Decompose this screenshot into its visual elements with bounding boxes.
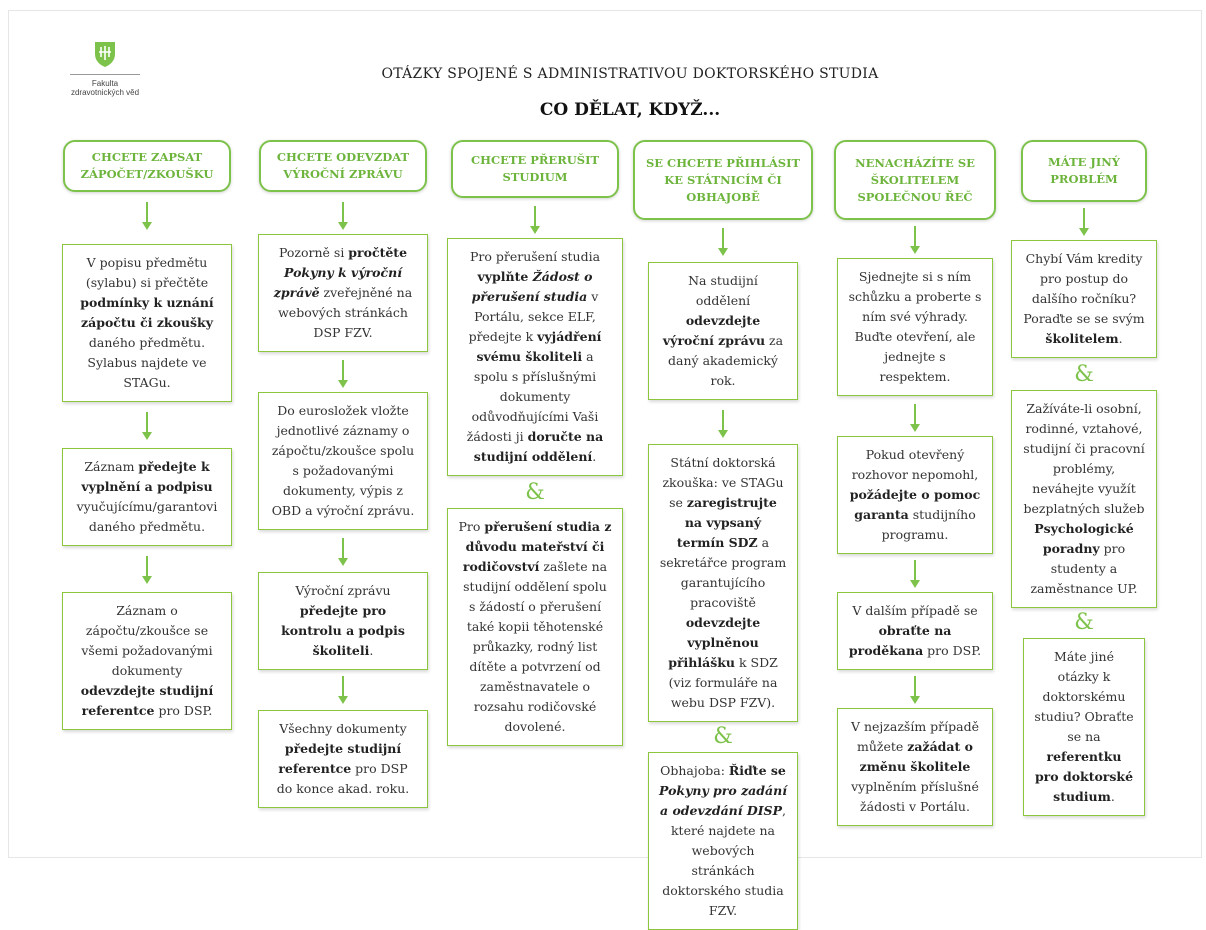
- step-box: Pro přerušení studia z důvodu mateřství …: [447, 508, 623, 746]
- down-arrow-icon: [908, 404, 922, 434]
- down-arrow-icon: [336, 538, 350, 568]
- down-arrow-icon: [1077, 208, 1091, 238]
- down-arrow-icon: [908, 226, 922, 256]
- down-arrow-icon: [140, 412, 154, 442]
- step-box: V popisu předmětu (sylabu) si přečtěte p…: [62, 244, 232, 402]
- faculty-emblem-icon: [95, 42, 115, 67]
- column-credit-exam: CHCETE ZAPSAT ZÁPOČET/ZKOUŠKU V popisu p…: [58, 140, 236, 730]
- step-box: Sjednejte si s ním schůzku a proberte s …: [837, 258, 993, 396]
- faculty-name-line2: zdravotnických věd: [70, 88, 140, 97]
- ampersand-connector: &: [525, 480, 545, 505]
- ampersand-connector: &: [713, 724, 733, 749]
- step-box: Výroční zprávu předejte pro kontrolu a p…: [258, 572, 428, 670]
- down-arrow-icon: [528, 206, 542, 236]
- step-box: Státní doktorská zkouška: ve STAGu se za…: [648, 444, 798, 722]
- down-arrow-icon: [336, 202, 350, 232]
- column-other-problem: MÁTE JINÝ PROBLÉM Chybí Vám kredity pro …: [1010, 140, 1158, 816]
- column-state-exam-defense: SE CHCETE PŘIHLÁSIT KE STÁTNICÍM ČI OBHA…: [630, 140, 816, 930]
- faculty-name-line1: Fakulta: [91, 79, 119, 88]
- down-arrow-icon: [908, 676, 922, 706]
- page-subtitle: OTÁZKY SPOJENÉ S ADMINISTRATIVOU DOKTORS…: [381, 66, 879, 82]
- step-box: Chybí Vám kredity pro postup do dalšího …: [1011, 240, 1157, 358]
- faculty-logo: Fakulta zdravotnických věd: [55, 40, 155, 97]
- step-box: Obhajoba: Řiďte se Pokyny pro zadání a o…: [648, 752, 798, 930]
- ampersand-connector: &: [1074, 610, 1094, 635]
- column-supervisor-issue: NENACHÁZÍTE SE ŠKOLITELEM SPOLEČNOU ŘEČ …: [826, 140, 1004, 826]
- down-arrow-icon: [140, 202, 154, 232]
- step-box: V nejzazším případě můžete zažádat o změ…: [837, 708, 993, 826]
- step-box: Všechny dokumenty předejte studijní refe…: [258, 710, 428, 808]
- step-box: Záznam předejte k vyplnění a podpisu vyu…: [62, 448, 232, 546]
- column-heading: SE CHCETE PŘIHLÁSIT KE STÁTNICÍM ČI OBHA…: [633, 140, 813, 220]
- down-arrow-icon: [140, 556, 154, 586]
- step-box: Záznam o zápočtu/zkoušce se všemi požado…: [62, 592, 232, 730]
- step-box: Do eurosložek vložte jednotlivé záznamy …: [258, 392, 428, 530]
- column-annual-report: CHCETE ODEVZDAT VÝROČNÍ ZPRÁVU Pozorně s…: [254, 140, 432, 808]
- step-box: Pro přerušení studia vyplňte Žádost o př…: [447, 238, 623, 476]
- column-interrupt-study: CHCETE PŘERUŠIT STUDIUM Pro přerušení st…: [446, 140, 624, 746]
- down-arrow-icon: [716, 410, 730, 440]
- column-heading: CHCETE ODEVZDAT VÝROČNÍ ZPRÁVU: [259, 140, 427, 192]
- down-arrow-icon: [336, 676, 350, 706]
- step-box: Máte jiné otázky k doktorskému studiu? O…: [1023, 638, 1145, 816]
- down-arrow-icon: [908, 560, 922, 590]
- column-heading: CHCETE ZAPSAT ZÁPOČET/ZKOUŠKU: [63, 140, 231, 192]
- down-arrow-icon: [336, 360, 350, 390]
- step-box: Pokud otevřený rozhovor nepomohl, požáde…: [837, 436, 993, 554]
- page-title: CO DĚLAT, KDYŽ...: [539, 100, 721, 120]
- column-heading: NENACHÁZÍTE SE ŠKOLITELEM SPOLEČNOU ŘEČ: [834, 140, 996, 220]
- column-heading: MÁTE JINÝ PROBLÉM: [1021, 140, 1147, 202]
- down-arrow-icon: [716, 228, 730, 258]
- column-heading: CHCETE PŘERUŠIT STUDIUM: [451, 140, 619, 198]
- step-box: Zažíváte-li osobní, rodinné, vztahové, s…: [1011, 390, 1157, 608]
- step-box: Na studijní oddělení odevzdejte výroční …: [648, 262, 798, 400]
- page-frame: [8, 10, 1202, 858]
- ampersand-connector: &: [1074, 362, 1094, 387]
- step-box: V dalším případě se obraťte na proděkana…: [837, 592, 993, 670]
- step-box: Pozorně si pročtěte Pokyny k výroční zpr…: [258, 234, 428, 352]
